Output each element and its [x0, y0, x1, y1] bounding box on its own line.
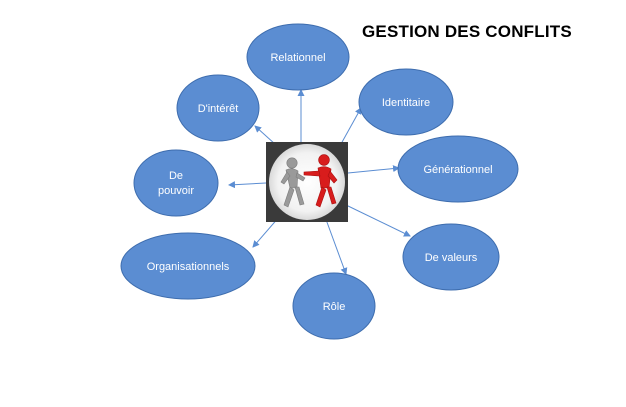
- arrow-to-de-valeurs: [345, 204, 411, 237]
- center-image: [266, 142, 348, 222]
- node-label-de-valeurs: De valeurs: [425, 252, 478, 264]
- arrow-to-generationnel: [347, 165, 400, 174]
- two-figures-arguing-icon: [280, 154, 338, 208]
- node-d-interet: D'intérêt: [176, 74, 260, 142]
- node-label-role: Rôle: [323, 301, 346, 313]
- node-identitaire: Identitaire: [358, 68, 454, 136]
- node-label-relationnel: Relationnel: [270, 52, 325, 64]
- node-label-generationnel: Générationnel: [423, 164, 492, 176]
- node-ellipse-de-valeurs: [402, 223, 500, 291]
- node-ellipse-relationnel: [246, 23, 350, 91]
- arrow-to-role: [323, 213, 348, 275]
- node-ellipse-identitaire: [358, 68, 454, 136]
- node-organisationnels: Organisationnels: [120, 232, 256, 300]
- node-label-d-interet: D'intérêt: [198, 103, 239, 115]
- arrow-to-de-pouvoir: [228, 181, 267, 189]
- node-relationnel: Relationnel: [246, 23, 350, 91]
- node-label-organisationnels: Organisationnels: [147, 261, 230, 273]
- diagram-title: GESTION DES CONFLITS: [362, 22, 572, 41]
- node-ellipse-generationnel: [397, 135, 519, 203]
- node-ellipse-d-interet: [176, 74, 260, 142]
- node-de-valeurs: De valeurs: [402, 223, 500, 291]
- node-role: Rôle: [292, 272, 376, 340]
- node-ellipse-organisationnels: [120, 232, 256, 300]
- node-ellipse-role: [292, 272, 376, 340]
- node-ellipse-de-pouvoir: [133, 149, 219, 217]
- node-generationnel: Générationnel: [397, 135, 519, 203]
- node-label-identitaire: Identitaire: [382, 97, 430, 109]
